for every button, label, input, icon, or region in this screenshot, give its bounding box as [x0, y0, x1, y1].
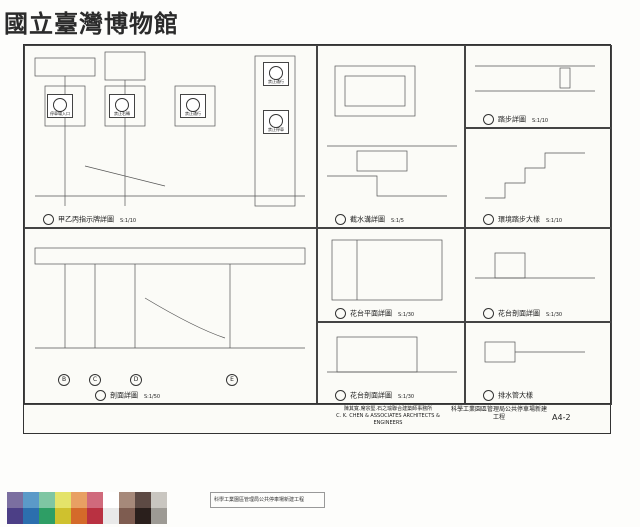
sign-no-parking: 禁止停車 [263, 110, 289, 134]
steps-plan-linework [485, 152, 585, 199]
sheet-number: A4-2 [552, 413, 571, 422]
drainpipe-linework [484, 341, 585, 363]
sign-no-entry-2: 禁止通行 [263, 62, 289, 86]
drain-linework [327, 65, 457, 197]
no-entry-icon [269, 66, 283, 80]
title-block: 陳其寬.席宗堅.石之瑜聯合建築師事務所 C. K. CHEN & ASSOCIA… [24, 403, 610, 434]
sign-no-right-turn: 禁止右轉 [109, 94, 135, 118]
color-swatch [55, 492, 71, 524]
grid-axis-E: E [226, 374, 238, 386]
planter-cut-linework [327, 336, 457, 373]
car-icon [53, 98, 67, 112]
sign-parking-entrance: 停車場入口 [47, 94, 73, 118]
color-swatch [135, 492, 151, 524]
color-swatch [103, 492, 119, 524]
color-swatch [119, 492, 135, 524]
color-swatch [39, 492, 55, 524]
grid-axis-B: B [58, 374, 70, 386]
planter-plan-linework [331, 239, 443, 301]
section-linework [34, 247, 306, 349]
museum-title: 國立臺灣博物館 [4, 9, 179, 38]
color-swatch [7, 492, 23, 524]
signs-linework [34, 51, 305, 207]
no-parking-icon [269, 114, 283, 128]
planter-sect-linework [475, 252, 595, 279]
color-swatch [23, 492, 39, 524]
grid-axis-C: C [89, 374, 101, 386]
sign-no-entry: 禁止通行 [180, 94, 206, 118]
steps-linework [475, 65, 595, 92]
grid-axis-D: D [130, 374, 142, 386]
drainpipe-caption: 排水管大樣 [483, 390, 533, 401]
color-swatch [71, 492, 87, 524]
no-right-turn-icon [115, 98, 129, 112]
color-calibration-strip [7, 492, 167, 524]
color-swatch [151, 492, 167, 524]
color-swatch [87, 492, 103, 524]
firm-name: 陳其寬.席宗堅.石之瑜聯合建築師事務所 C. K. CHEN & ASSOCIA… [336, 406, 440, 426]
footer-label: 科學工業園區管理局公共停車場新建工程 [210, 492, 325, 508]
no-entry-icon [186, 98, 200, 112]
project-name: 科學工業園區管理局公共停車場新建工程 [450, 406, 547, 421]
drainpipe-panel: 排水管大樣 [464, 321, 612, 405]
